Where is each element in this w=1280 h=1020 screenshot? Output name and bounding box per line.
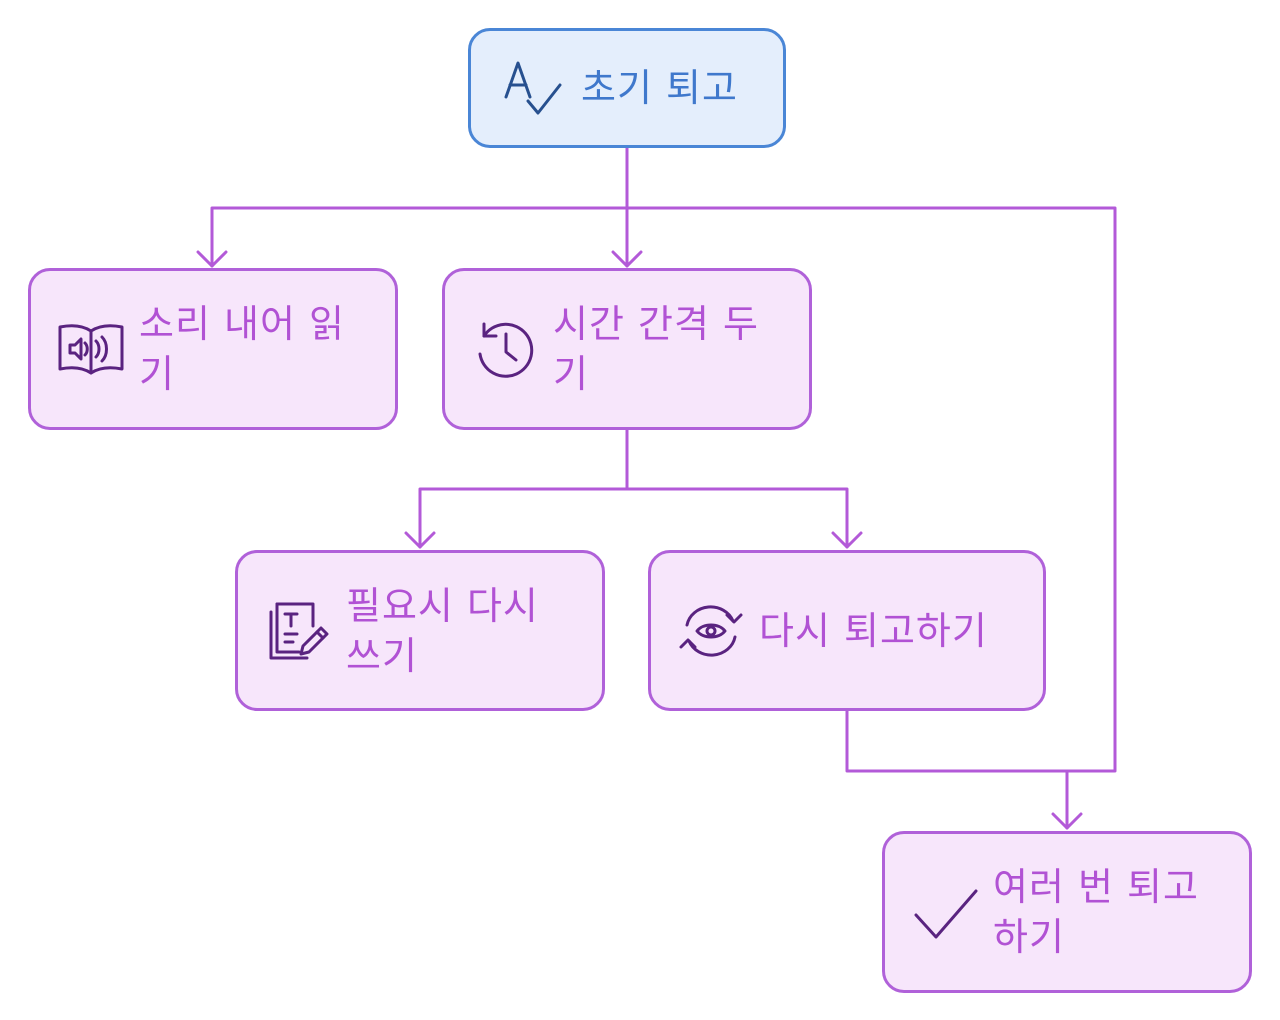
history-clock-icon xyxy=(469,313,541,385)
document-edit-icon xyxy=(262,595,334,667)
node-label: 초기 퇴고 xyxy=(581,66,738,110)
refresh-eye-icon xyxy=(675,595,747,667)
node-label: 다시 퇴고하기 xyxy=(759,608,988,653)
node-rewrite[interactable]: 필요시 다시 쓰기 xyxy=(235,550,605,711)
checkmark-icon xyxy=(909,876,981,948)
spellcheck-icon xyxy=(497,52,569,124)
node-time-gap[interactable]: 시간 간격 두기 xyxy=(442,268,812,430)
node-label: 여러 번 퇴고하기 xyxy=(993,865,1199,959)
edge-start-to-repeat xyxy=(625,206,1117,830)
node-label: 소리 내어 읽기 xyxy=(139,302,345,396)
arrowhead-read-aloud xyxy=(196,250,228,268)
node-repeat-revision[interactable]: 여러 번 퇴고하기 xyxy=(882,831,1252,993)
node-revise-again[interactable]: 다시 퇴고하기 xyxy=(648,550,1046,711)
node-label: 시간 간격 두기 xyxy=(553,302,759,396)
node-read-aloud[interactable]: 소리 내어 읽기 xyxy=(28,268,398,430)
arrowhead-time-gap xyxy=(611,250,643,268)
edge-time-gap-to-revise-again xyxy=(625,487,849,549)
node-initial-revision[interactable]: 초기 퇴고 xyxy=(468,28,786,148)
audiobook-icon xyxy=(55,313,127,385)
edge-time-gap-to-rewrite xyxy=(418,428,629,549)
arrowhead-repeat xyxy=(1051,812,1083,830)
arrowhead-revise-again xyxy=(831,531,863,549)
edge-revise-again-to-repeat xyxy=(845,708,1069,773)
arrowhead-rewrite xyxy=(404,531,436,549)
node-label: 필요시 다시 쓰기 xyxy=(346,583,539,678)
edge-start-to-read-aloud xyxy=(210,146,629,268)
